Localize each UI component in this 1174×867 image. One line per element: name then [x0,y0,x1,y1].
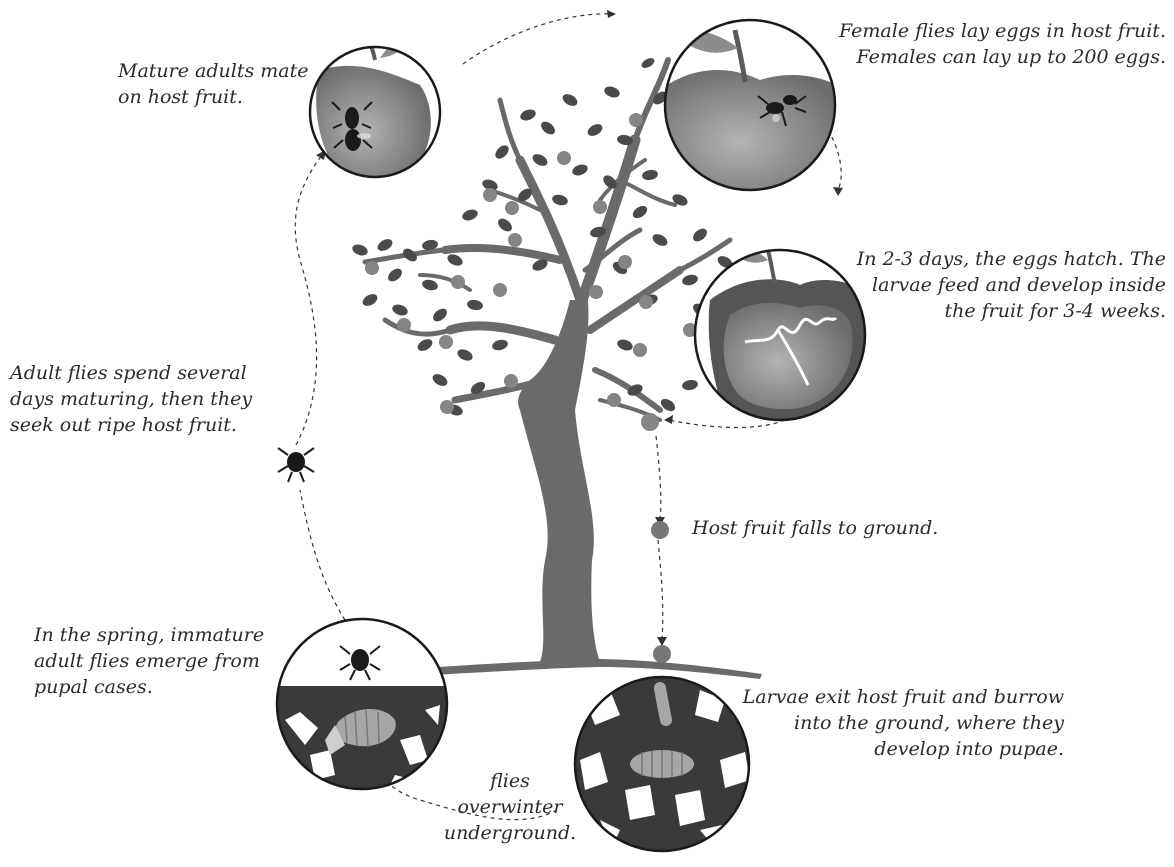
caption-line: Adult flies spend several [10,360,252,386]
arrow-mature-up [295,155,322,445]
caption-line: pupal cases. [34,674,264,700]
caption-line: flies [440,768,580,794]
arrow-emerge-up [300,490,345,620]
caption-line: Female flies lay eggs in host fruit. [839,18,1166,44]
arrow-fruit-drop [656,436,661,520]
caption-line: Larvae exit host fruit and burrow [743,684,1064,710]
caption-line: larvae feed and develop inside [857,272,1166,298]
inset-adult-emerging [270,619,460,806]
caption-mating: Mature adults mate on host fruit. [118,58,308,110]
caption-line: develop into pupae. [743,736,1064,762]
caption-line: Host fruit falls to ground. [692,515,938,541]
inset-mating-on-fruit [310,30,440,184]
falling-fruit [651,521,669,539]
arrow-lay-to-hatch [828,130,841,190]
caption-line: In the spring, immature [34,622,264,648]
caption-line: underground. [440,820,580,846]
tree-trunk [518,300,600,662]
burrowing-larva-icon [660,688,666,720]
caption-line: Females can lay up to 200 eggs. [839,44,1166,70]
caption-line: In 2-3 days, the eggs hatch. The [857,246,1166,272]
inset-egg-laying [660,20,850,200]
caption-line: overwinter [440,794,580,820]
caption-line: Mature adults mate [118,58,308,84]
flying-fly-icon [278,448,314,482]
fruit-on-ground [653,645,671,663]
caption-line: on host fruit. [118,84,308,110]
caption-burrowing: Larvae exit host fruit and burrow into t… [743,684,1064,762]
caption-line: adult flies emerge from [34,648,264,674]
pupa-icon [630,750,694,778]
caption-line: into the ground, where they [743,710,1064,736]
mating-flies-icon [332,102,372,151]
caption-line: days maturing, then they [10,386,252,412]
caption-emerging: In the spring, immature adult flies emer… [34,622,264,700]
arrow-mate-to-lay [463,14,612,64]
inset-pupa-underground [575,677,755,851]
caption-maturing: Adult flies spend several days maturing,… [10,360,252,438]
caption-line: seek out ripe host fruit. [10,412,252,438]
arrow-hatch-to-tree [668,420,785,428]
caption-overwintering: flies overwinter underground. [440,768,580,846]
caption-egg-laying: Female flies lay eggs in host fruit. Fem… [839,18,1166,70]
caption-line: the fruit for 3-4 weeks. [857,298,1166,324]
arrow-fruit-ground [658,540,663,640]
inset-larvae-in-fruit [695,247,870,429]
caption-hatching: In 2-3 days, the eggs hatch. The larvae … [857,246,1166,324]
caption-fruit-falls: Host fruit falls to ground. [692,515,938,541]
